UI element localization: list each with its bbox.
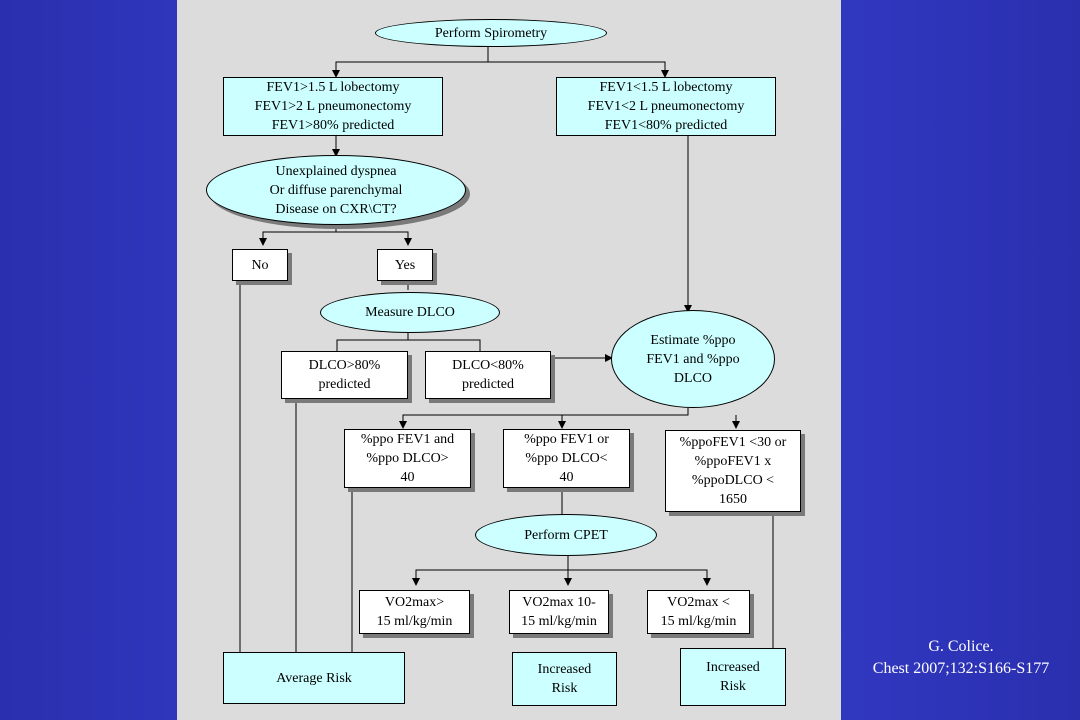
estimate-ppo-node: Estimate %ppo FEV1 and %ppo DLCO: [611, 310, 775, 408]
unexplained-dyspnea-node: Unexplained dyspnea Or diffuse parenchym…: [206, 155, 466, 225]
ppo-very-low-box: %ppoFEV1 <30 or %ppoFEV1 x %ppoDLCO < 16…: [665, 430, 801, 512]
dlco-below-80-box: DLCO<80% predicted: [425, 351, 551, 399]
fev1-above-threshold-box: FEV1>1.5 L lobectomy FEV1>2 L pneumonect…: [223, 77, 443, 136]
ppo-above-40-box: %ppo FEV1 and %ppo DLCO> 40: [344, 429, 471, 488]
perform-spirometry-node: Perform Spirometry: [375, 19, 607, 47]
citation-text: G. Colice. Chest 2007;132:S166-S177: [872, 638, 1050, 677]
increased-risk-box-1: Increased Risk: [512, 652, 617, 706]
average-risk-box: Average Risk: [223, 652, 405, 704]
increased-risk-box-2: Increased Risk: [680, 648, 786, 706]
perform-cpet-node: Perform CPET: [475, 514, 657, 556]
dlco-above-80-box: DLCO>80% predicted: [281, 351, 408, 399]
fev1-below-threshold-box: FEV1<1.5 L lobectomy FEV1<2 L pneumonect…: [556, 77, 776, 136]
measure-dlco-node: Measure DLCO: [320, 292, 500, 333]
vo2max-10-15-box: VO2max 10- 15 ml/kg/min: [509, 590, 609, 634]
no-box: No: [232, 249, 288, 281]
vo2max-below-15-box: VO2max < 15 ml/kg/min: [647, 590, 750, 634]
yes-box: Yes: [377, 249, 433, 281]
vo2max-above-15-box: VO2max> 15 ml/kg/min: [359, 590, 470, 634]
ppo-below-40-box: %ppo FEV1 or %ppo DLCO< 40: [503, 429, 630, 488]
